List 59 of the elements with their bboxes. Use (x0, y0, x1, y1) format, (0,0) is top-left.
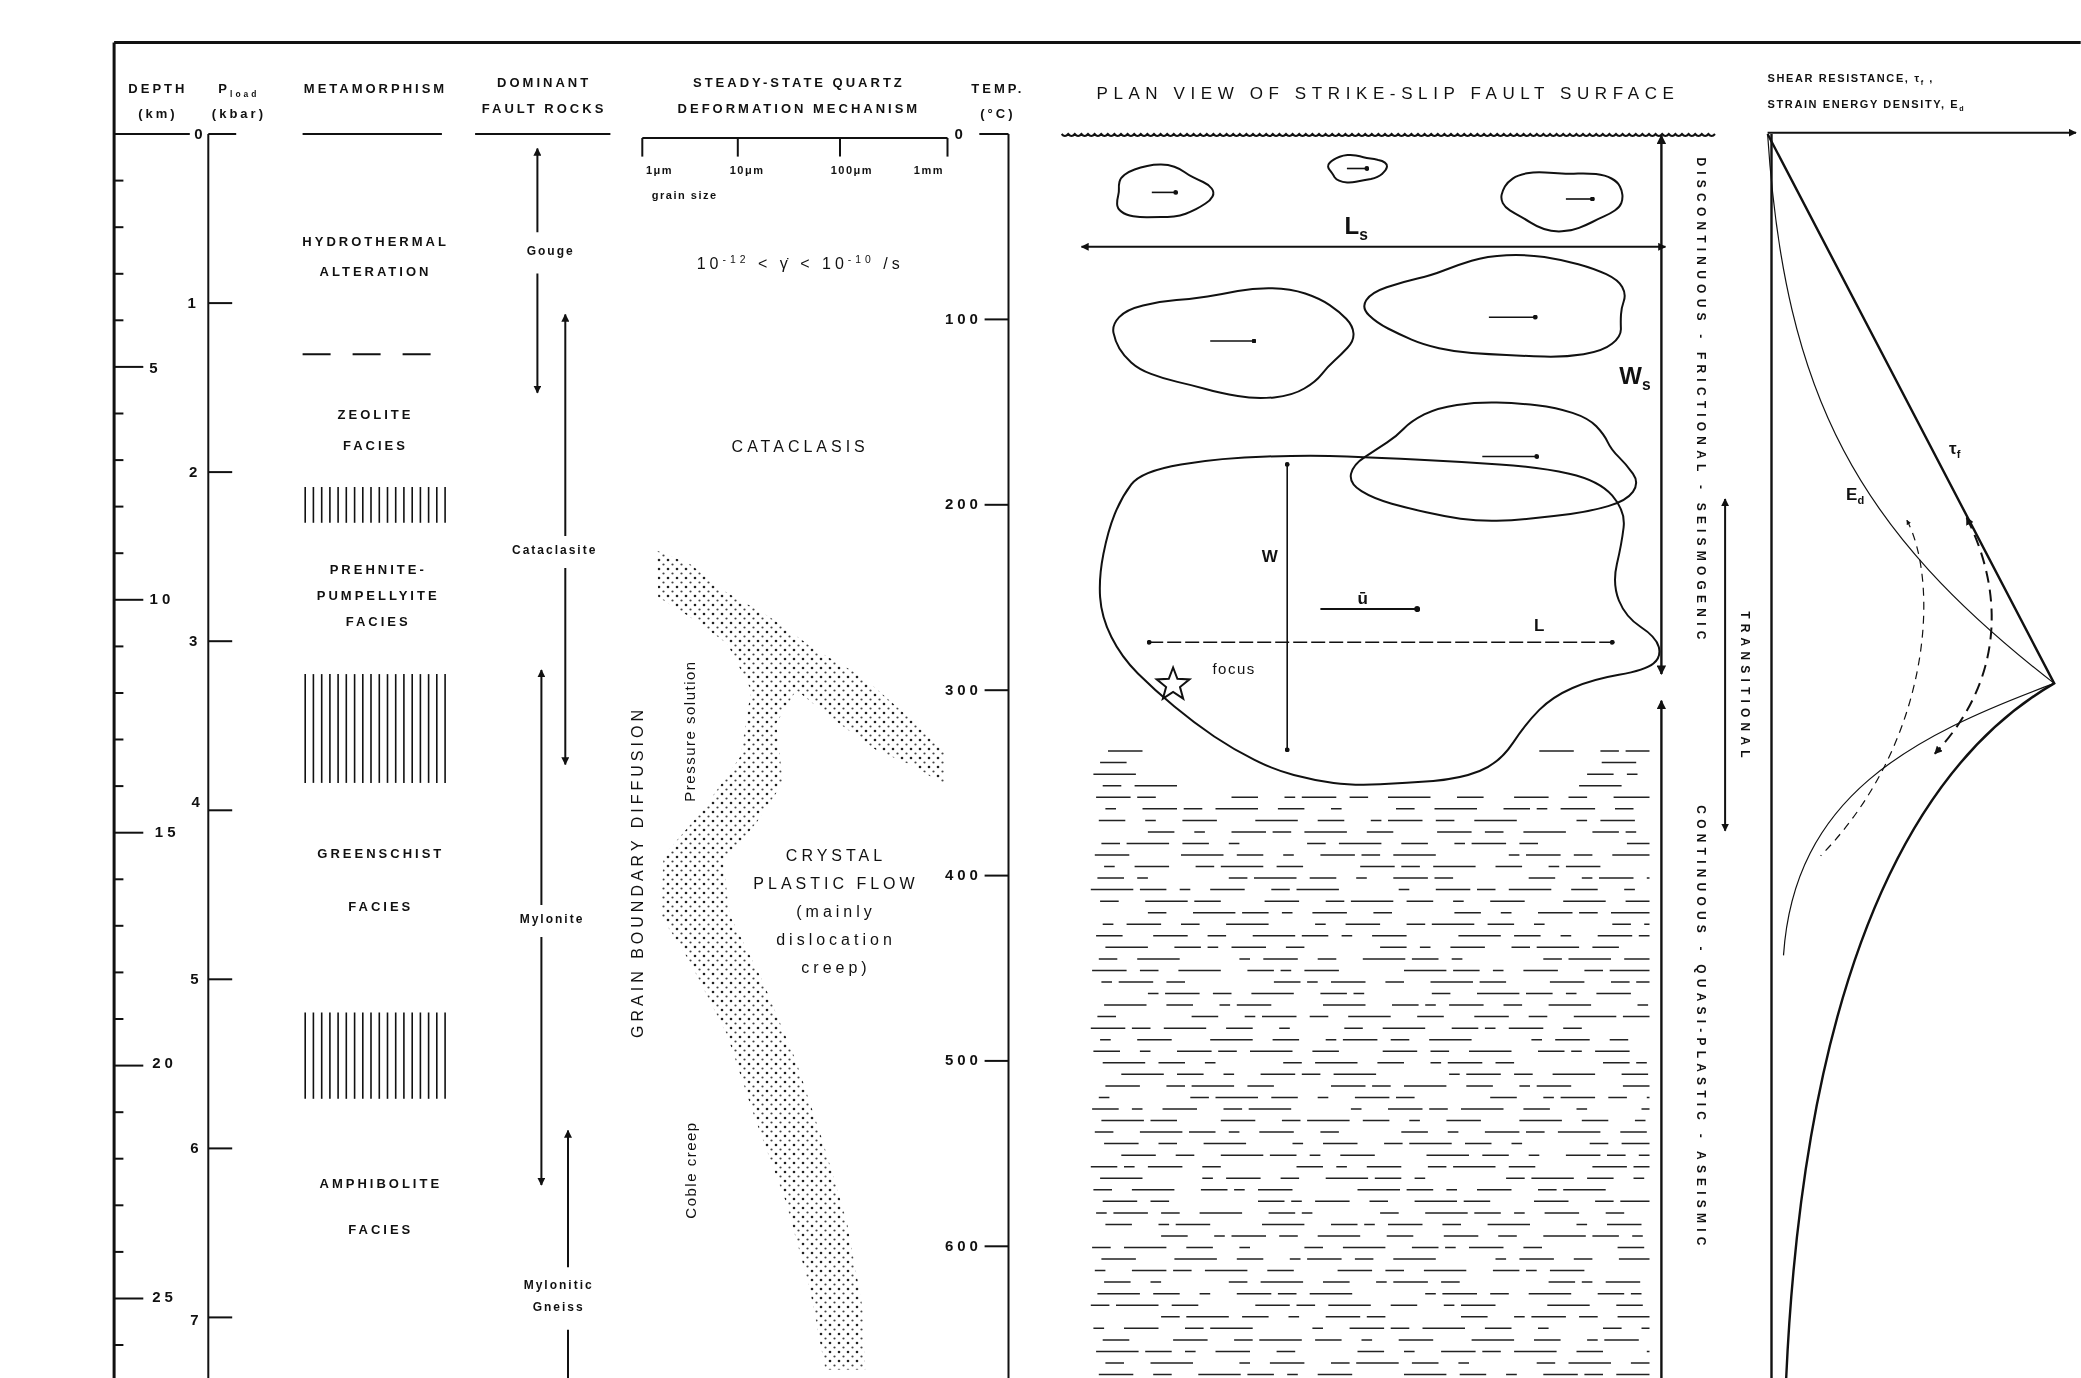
tick-label: 500 (944, 1052, 982, 1069)
fault-rock-label: Mylonite (519, 913, 585, 927)
regime-label: CONTINUOUS - QUASI-PLASTIC - ASEISMIC (1693, 805, 1707, 1252)
column-heading: METAMORPHISM (303, 81, 448, 97)
tick-label: 300 (944, 681, 982, 699)
facies-label: HYDROTHERMAL ALTERATION (302, 233, 449, 282)
scale-label: 1μm (645, 163, 674, 176)
tick-label: 15 (154, 823, 180, 841)
tick-label: 25 (152, 1288, 177, 1305)
symbol-label: W$_{s}$ (1619, 363, 1651, 394)
tick-label: 1 (187, 294, 200, 311)
panel-heading: PLAN VIEW OF STRIKE-SLIP FAULT SURFACE (1096, 84, 1680, 104)
tick-label: 400 (944, 866, 982, 883)
tick-label: 0 (954, 125, 967, 143)
tick-label: 4 (191, 793, 204, 810)
tick-label: 100 (944, 310, 982, 327)
regime-label: TRANSITIONAL (1737, 611, 1751, 764)
fault-rock-label: Mylonitic Gneiss (523, 1276, 594, 1317)
scale-label: 100μm (830, 163, 874, 176)
symbol-label: L$_{s}$ (1344, 213, 1368, 244)
symbol-label: L (1534, 616, 1545, 636)
column-heading: STEADY-STATE QUARTZ DEFORMATION MECHANISM (676, 73, 922, 118)
symbol-label: ū (1357, 589, 1368, 608)
fault-rock-label: Cataclasite (512, 544, 598, 558)
column-heading: TEMP. (°C) (971, 80, 1025, 124)
fault-rock-label: Gouge (526, 245, 575, 259)
mechanism-label: CRYSTAL PLASTIC FLOW (mainly dislocation creep) (752, 845, 920, 978)
mechanism-label: GRAIN BOUNDARY DIFFUSION (629, 705, 648, 1038)
scale-label: 10μm (729, 163, 765, 176)
tick-label: 7 (190, 1312, 203, 1329)
tick-label: 3 (188, 632, 202, 650)
column-heading: DOMINANT FAULT ROCKS (480, 73, 608, 118)
facies-label: PREHNITE- PUMPELLYITE FACIES (316, 560, 440, 631)
tick-label: 0 (194, 125, 207, 143)
graph-heading: SHEAR RESISTANCE, τ$_{f}$ , STRAIN ENERGY DENSITY, E$_{d}$ (1767, 71, 1967, 116)
column-heading: DEPTH (km) (128, 80, 188, 124)
tick-label: 6 (190, 1139, 203, 1157)
scale-label: grain size (651, 189, 718, 202)
tick-label: 5 (190, 971, 203, 988)
mechanism-label: Coble creep (683, 1121, 700, 1220)
tick-label: 20 (152, 1054, 177, 1072)
facies-label: AMPHIBOLITE FACIES (319, 1174, 443, 1240)
mechanism-label: CATACLASIS (731, 438, 869, 456)
facies-label: ZEOLITE FACIES (337, 405, 414, 455)
tick-label: 2 (188, 464, 202, 481)
mechanism-label: Pressure solution (681, 660, 699, 802)
facies-label: GREENSCHIST FACIES (317, 844, 445, 916)
curve-label: τ$_{f}$ (1949, 439, 1961, 461)
strain-rate-label: 10$^{-12}$ < γ̇ < 10$^{-10}$ /s (696, 253, 904, 273)
column-heading: P$_{load}$ (kbar) (211, 80, 266, 124)
tick-label: 10 (149, 590, 175, 607)
curve-label: E$_{d}$ (1846, 486, 1865, 507)
scale-label: 1mm (913, 163, 944, 176)
tick-label: 200 (944, 496, 982, 513)
tick-label: 600 (944, 1237, 982, 1255)
symbol-label: W (1261, 547, 1278, 567)
tick-label: 5 (149, 359, 162, 376)
regime-label: DISCONTINUOUS - FRICTIONAL - SEISMOGENIC (1693, 157, 1707, 645)
focus-label: focus (1212, 660, 1256, 678)
